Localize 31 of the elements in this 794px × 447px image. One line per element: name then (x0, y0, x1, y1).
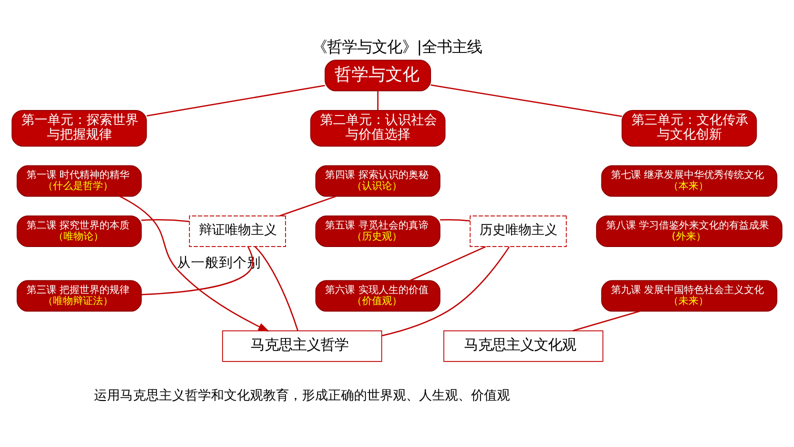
node-box: 第一课 时代精神的精华 （什么是哲学） (16, 164, 142, 196)
node-box: 第三单元：文化传承与文化创新 (622, 110, 757, 146)
node-box: 辩证唯物主义 (188, 215, 286, 246)
node-box: 第八课 学习借鉴外来文化的有益成果 (外来） (596, 215, 782, 246)
connector (430, 84, 622, 117)
connector (572, 310, 640, 331)
node-box: 第二课 探究世界的本质 （唯物论） (16, 215, 142, 246)
connector (141, 218, 190, 222)
node-box: 历史唯物主义 (470, 215, 567, 246)
connector (141, 246, 254, 295)
node-box: 哲学与文化 (324, 59, 432, 91)
node-box: 第三课 把握世界的规律 （唯物辩证法） (16, 280, 142, 312)
caption: 运用马克思主义哲学和文化观教育，形成正确的世界观、人生观、价值观 (94, 388, 510, 403)
arrow (119, 195, 270, 332)
connector (146, 84, 325, 116)
connector (254, 246, 298, 330)
diagram-title: 《哲学与文化》|全书主线 (312, 38, 482, 56)
connector (279, 195, 336, 216)
connector (410, 246, 486, 281)
node-box: 马克思主义哲学 (222, 330, 382, 362)
connector (377, 90, 378, 110)
connector (440, 218, 470, 221)
node-box: 第九课 发展中国特色社会主义文化 （未来） (601, 280, 778, 312)
node-box: 第二单元：认识社会与价值选择 (310, 110, 446, 146)
node-box: 第七课 继承发展中华优秀传统文化 （本来） (601, 164, 778, 196)
node-box: 马克思主义文化观 (443, 330, 604, 362)
node-box: 第一单元：探索世界与把握规律 (12, 110, 147, 146)
node-box: 第六课 实现人生的价值 （价值观） (315, 280, 440, 312)
node-box: 第四课 探索认识的奥秘 （认识论） (315, 164, 440, 196)
node-box: 第五课 寻觅社会的真谛 （历史观） (315, 215, 440, 246)
connector (382, 246, 510, 336)
